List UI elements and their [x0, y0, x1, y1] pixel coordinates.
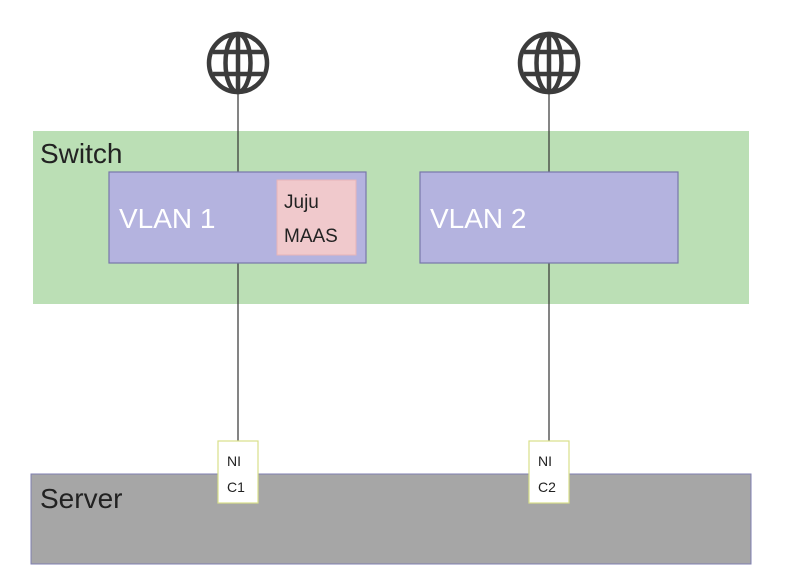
switch-label: Switch	[40, 138, 122, 169]
nic-2-label-line2: C2	[538, 479, 556, 495]
server-label: Server	[40, 483, 122, 514]
vlan-2-box	[419, 171, 679, 264]
globe-icon	[206, 31, 270, 95]
juju-maas-box	[276, 179, 357, 256]
nic-2-box	[528, 440, 570, 504]
nic-1-label-line1: NI	[227, 453, 241, 469]
maas-label: MAAS	[284, 226, 338, 247]
nic-1-label-line2: C1	[227, 479, 245, 495]
juju-label: Juju	[284, 192, 319, 213]
vlan-1-label: VLAN 1	[119, 203, 216, 234]
nic-2-label-line1: NI	[538, 453, 552, 469]
globe-icon	[517, 31, 581, 95]
nic-1-box	[217, 440, 259, 504]
server-area	[30, 473, 752, 565]
vlan-2-label: VLAN 2	[430, 203, 527, 234]
